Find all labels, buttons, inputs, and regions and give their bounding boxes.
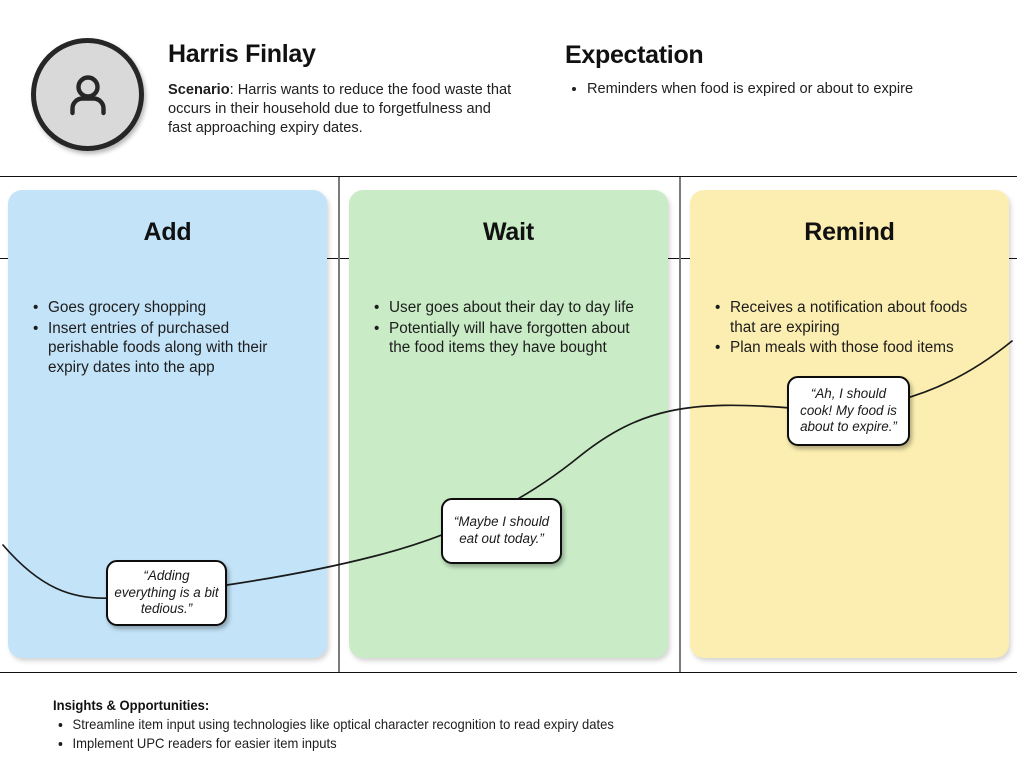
list-item: User goes about their day to day life [374, 298, 642, 318]
insights-section: Insights & Opportunities: Streamline ite… [53, 697, 797, 752]
stage-action-list: Receives a notification about foods that… [690, 298, 1009, 359]
person-avatar-icon [69, 74, 106, 115]
list-item: Plan meals with those food items [715, 338, 983, 358]
quote-bubble-wait: “Maybe I should eat out today.” [441, 498, 562, 564]
expectation-title: Expectation [565, 41, 704, 69]
persona-header: Harris Finlay Scenario: Harris wants to … [0, 0, 1017, 176]
quote-bubble-remind: “Ah, I should cook! My food is about to … [787, 376, 910, 446]
list-item: Receives a notification about foods that… [715, 298, 983, 337]
stage-action-list: User goes about their day to day life Po… [349, 298, 668, 359]
list-item: Insert entries of purchased perishable f… [33, 319, 301, 378]
quote-bubble-add: “Adding everything is a bit tedious.” [106, 560, 227, 626]
divider-top [0, 176, 1017, 177]
stage-title: Add [143, 218, 192, 246]
insights-title: Insights & Opportunities: [53, 697, 210, 713]
scenario-label: Scenario [168, 82, 230, 98]
scenario-body: : Harris wants to reduce the food waste … [168, 82, 512, 136]
expectation-list: Reminders when food is expired or about … [565, 79, 1005, 99]
stage-title: Wait [482, 218, 535, 246]
list-item: Reminders when food is expired or about … [587, 79, 1005, 99]
list-item: Potentially will have forgotten about th… [374, 319, 642, 358]
avatar [31, 38, 144, 151]
list-item: Implement UPC readers for easier item in… [73, 734, 797, 753]
stage-card-wait: Wait User goes about their day to day li… [349, 190, 668, 658]
column-divider-2 [679, 177, 681, 672]
column-divider-1 [338, 177, 340, 672]
scenario-text: Scenario: Harris wants to reduce the foo… [168, 81, 513, 138]
divider-bottom [0, 672, 1017, 673]
stage-action-list: Goes grocery shopping Insert entries of … [8, 298, 327, 378]
list-item: Goes grocery shopping [33, 298, 301, 318]
list-item: Streamline item input using technologies… [73, 715, 797, 734]
insights-list: Streamline item input using technologies… [53, 715, 797, 752]
persona-name: Harris Finlay [168, 40, 316, 68]
stage-title: Remind [804, 218, 895, 246]
